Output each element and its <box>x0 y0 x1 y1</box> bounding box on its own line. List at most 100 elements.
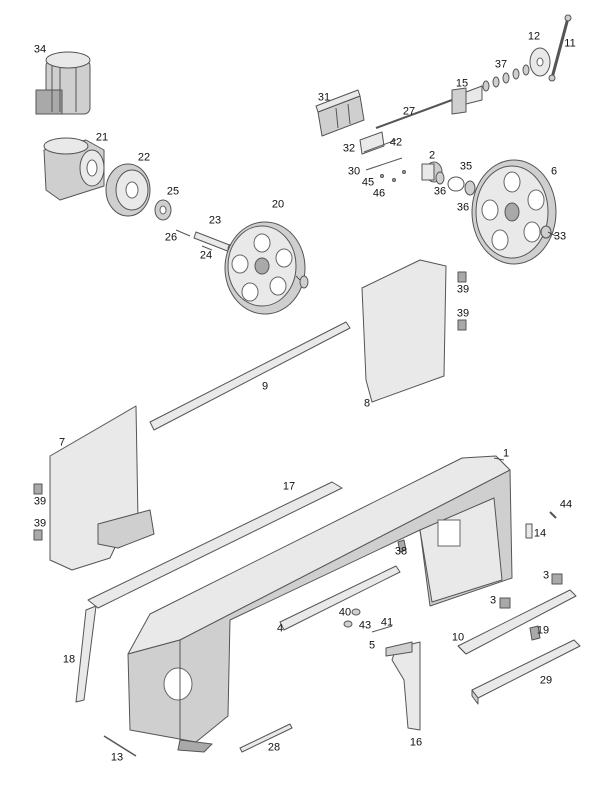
small-bar-part <box>239 723 293 753</box>
channel-part <box>457 589 577 655</box>
callout-label: 28 <box>267 741 281 754</box>
callout-label: 2 <box>428 149 436 162</box>
blade-rail-part <box>87 481 343 609</box>
bearing-part <box>154 199 172 221</box>
screw-part <box>549 511 557 519</box>
cap-part <box>540 225 552 239</box>
callout-label: 23 <box>208 214 222 227</box>
callout-label: 38 <box>394 545 408 558</box>
main-frame-part <box>127 455 513 753</box>
pin-part <box>371 625 393 633</box>
drive-wheel-part <box>224 221 306 315</box>
callout-label: 12 <box>527 30 541 43</box>
callout-label: 21 <box>95 131 109 144</box>
strip-part <box>279 565 401 631</box>
callout-label: 14 <box>533 527 547 540</box>
bearing-part <box>435 171 445 185</box>
callout-label: 8 <box>363 397 371 410</box>
callout-label: 27 <box>402 105 416 118</box>
screw-part <box>392 178 396 182</box>
callout-label: 3 <box>489 594 497 607</box>
clip-part <box>457 271 467 283</box>
wheel-guard-part <box>361 259 447 403</box>
screw-part <box>380 174 384 178</box>
callout-label: 13 <box>110 751 124 764</box>
rod-part <box>375 99 453 129</box>
callout-label: 46 <box>372 187 386 200</box>
callout-label: 39 <box>33 495 47 508</box>
callout-label: 1 <box>502 447 510 460</box>
callout-label: 31 <box>317 91 331 104</box>
callout-label: 43 <box>358 619 372 632</box>
screw-part <box>402 170 406 174</box>
callout-label: 30 <box>347 165 361 178</box>
bracket-part <box>465 85 483 105</box>
idler-wheel-part <box>471 159 557 265</box>
clip-part <box>499 597 511 609</box>
callout-label: 40 <box>338 606 352 619</box>
callout-label: 20 <box>271 198 285 211</box>
key-part <box>201 245 213 251</box>
screw-part <box>397 539 407 553</box>
callout-label: 15 <box>455 77 469 90</box>
callout-label: 19 <box>536 624 550 637</box>
knob-part <box>343 620 353 628</box>
clip-part <box>33 483 43 495</box>
callout-label: 7 <box>58 436 66 449</box>
callout-label: 5 <box>368 639 376 652</box>
pin-part <box>365 157 403 171</box>
clip-part <box>33 529 43 541</box>
callout-label: 44 <box>559 498 573 511</box>
clip-part <box>551 573 563 585</box>
callout-label: 42 <box>389 136 403 149</box>
callout-label: 45 <box>361 176 375 189</box>
callout-label: 4 <box>276 622 284 635</box>
callout-label: 39 <box>456 283 470 296</box>
guard-spout-part <box>97 509 155 549</box>
bearing-part <box>464 180 476 196</box>
callout-label: 22 <box>137 151 151 164</box>
washer-part <box>299 275 309 289</box>
callout-label: 36 <box>456 201 470 214</box>
motor-part <box>35 51 91 115</box>
callout-label: 39 <box>33 517 47 530</box>
gearbox-part <box>43 137 105 201</box>
vertical-strip-part <box>75 605 97 703</box>
callout-label: 26 <box>164 231 178 244</box>
callout-label: 34 <box>33 43 47 56</box>
callout-label: 33 <box>553 230 567 243</box>
clip-part <box>457 319 467 331</box>
callout-label: 16 <box>409 736 423 749</box>
callout-label: 17 <box>282 480 296 493</box>
tension-handle-part <box>548 14 572 82</box>
pin-part <box>363 139 397 153</box>
callout-label: 11 <box>564 37 576 50</box>
callout-label: 29 <box>539 674 553 687</box>
callout-label: 35 <box>459 160 473 173</box>
guide-plate-part <box>359 131 385 155</box>
callout-label: 41 <box>380 616 394 629</box>
blade-part <box>103 735 137 757</box>
callout-label: 25 <box>166 185 180 198</box>
callout-label: 9 <box>261 380 269 393</box>
washer-stack-part <box>482 64 530 92</box>
callout-label: 32 <box>342 142 356 155</box>
callout-label: 24 <box>199 249 213 262</box>
tab-part <box>525 523 533 539</box>
callout-label: 36 <box>433 185 447 198</box>
bracket-part <box>529 625 541 641</box>
tray-part <box>471 639 581 699</box>
key-part <box>175 229 191 237</box>
callout-label: 39 <box>456 307 470 320</box>
flange-part <box>105 163 151 217</box>
callout-label: 10 <box>451 631 465 644</box>
callout-label: 3 <box>542 569 550 582</box>
guide-block-part <box>315 89 365 137</box>
callout-label: 37 <box>494 58 508 71</box>
callout-label: 6 <box>550 165 558 178</box>
bracket-part <box>451 87 467 115</box>
blade-guide-part <box>391 641 421 731</box>
knob-part <box>351 608 361 616</box>
